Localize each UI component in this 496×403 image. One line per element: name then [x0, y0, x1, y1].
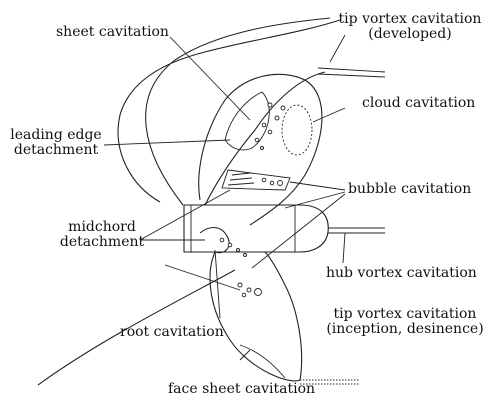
central-blade — [199, 74, 322, 225]
leader-lines — [104, 35, 345, 360]
cloud-cavitation-region — [282, 105, 312, 155]
hub-vortex-trail — [328, 228, 385, 233]
label-tip-vortex-inception-line2: (inception, desinence) — [318, 322, 492, 337]
face-sheet-cavitation-region — [240, 345, 285, 378]
label-leading-edge-detachment: leading edge detachment — [2, 128, 110, 158]
label-leading-edge-line2: detachment — [2, 143, 110, 158]
label-face-sheet-cavitation: face sheet cavitation — [168, 382, 315, 397]
label-leading-edge-line1: leading edge — [2, 128, 110, 143]
label-root-cavitation: root cavitation — [120, 325, 224, 340]
label-tip-vortex-inception: tip vortex cavitation (inception, desine… — [318, 307, 492, 337]
label-tip-vortex-inception-line1: tip vortex cavitation — [318, 307, 492, 322]
label-bubble-cavitation: bubble cavitation — [348, 182, 471, 197]
upper-blade-outline — [118, 20, 340, 202]
label-cloud-cavitation: cloud cavitation — [362, 96, 475, 111]
label-tip-vortex-developed-line1: tip vortex cavitation — [330, 12, 490, 27]
label-midchord-line2: detachment — [52, 235, 152, 250]
label-sheet-cavitation: sheet cavitation — [56, 25, 169, 40]
left-sweep-curve — [146, 18, 330, 205]
hub-body — [184, 205, 328, 252]
label-hub-vortex-cavitation: hub vortex cavitation — [326, 266, 477, 281]
label-midchord-detachment: midchord detachment — [52, 220, 152, 250]
lower-blade — [210, 252, 302, 381]
label-tip-vortex-developed: tip vortex cavitation (developed) — [330, 12, 490, 42]
label-tip-vortex-developed-line2: (developed) — [330, 27, 490, 42]
bubble-cavitation-dots — [262, 178, 282, 185]
root-bubbles — [220, 238, 261, 297]
label-midchord-line1: midchord — [52, 220, 152, 235]
tip-vortex-developed-trail — [318, 68, 385, 77]
midchord-hatch — [228, 173, 254, 185]
